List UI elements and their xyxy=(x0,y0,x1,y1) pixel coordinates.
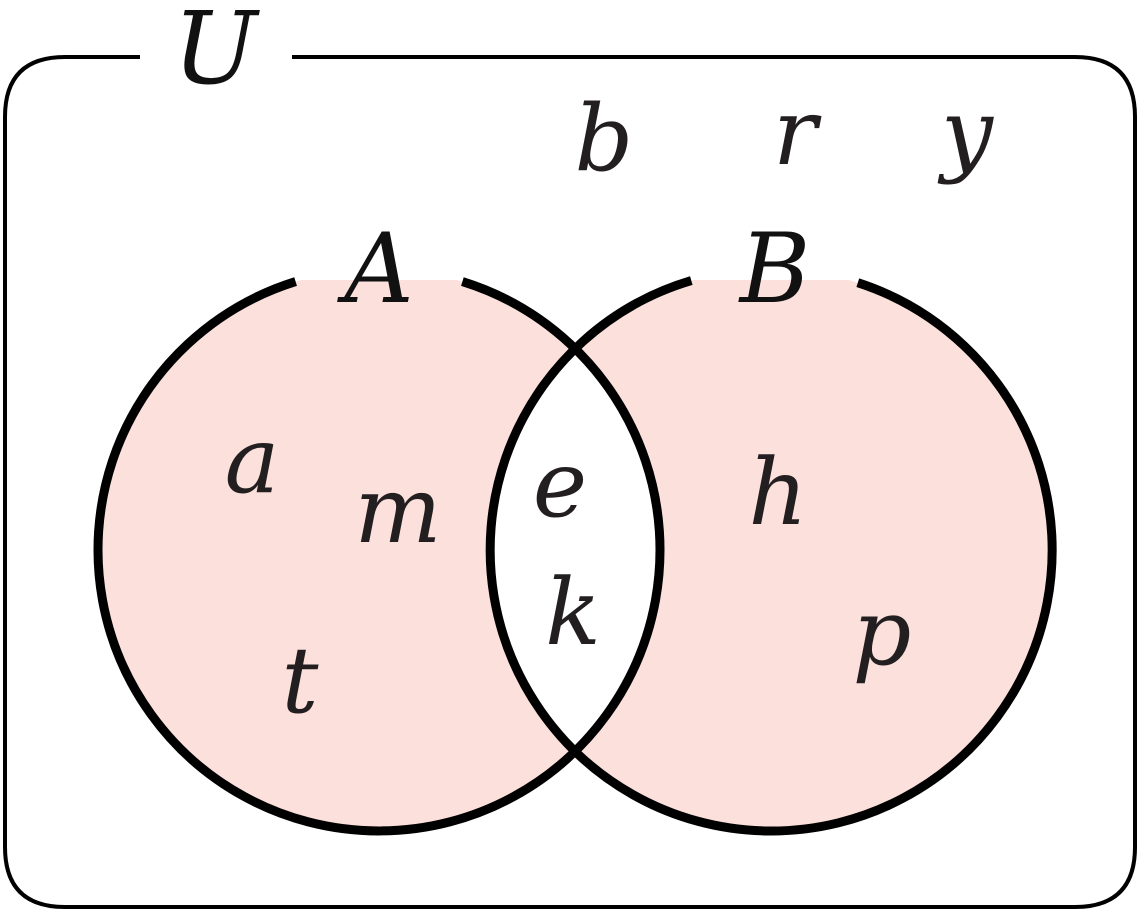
element-a: a xyxy=(225,407,280,514)
set-a-outline xyxy=(93,277,665,836)
element-r: r xyxy=(773,79,822,186)
element-p: p xyxy=(853,579,912,686)
set-a-label-gap xyxy=(296,222,462,280)
element-h: h xyxy=(748,439,807,546)
element-e: e xyxy=(533,431,587,538)
set-b-fill xyxy=(490,269,1052,831)
set-b-label: B xyxy=(738,213,811,325)
set-b-outline xyxy=(485,276,1057,836)
element-y: y xyxy=(937,79,994,186)
element-b: b xyxy=(575,85,634,192)
element-t: t xyxy=(282,627,320,734)
element-m: m xyxy=(354,457,441,564)
universe-border xyxy=(3,55,1137,909)
universe-label: U xyxy=(173,0,261,107)
set-a-fill xyxy=(98,269,660,831)
set-b-label-gap xyxy=(692,222,858,280)
element-k: k xyxy=(545,559,601,666)
set-a-label: A xyxy=(336,213,413,325)
